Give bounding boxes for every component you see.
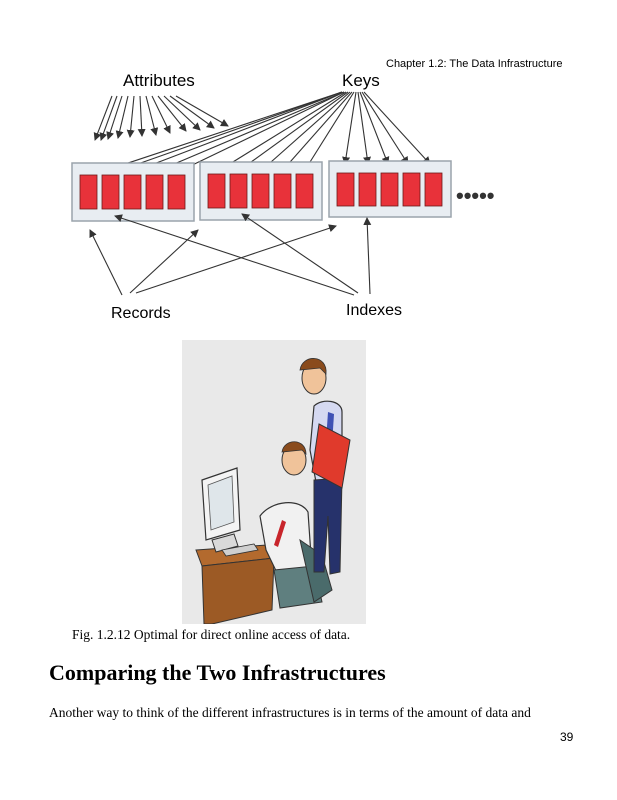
record-block-3 bbox=[328, 160, 452, 218]
key-arrows bbox=[94, 91, 431, 176]
clip-art bbox=[195, 358, 351, 624]
body-paragraph: Another way to think of the different in… bbox=[49, 705, 531, 720]
record-block-1 bbox=[71, 162, 195, 222]
record-index-arrows bbox=[89, 213, 372, 296]
figure-caption: Fig. 1.2.12 Optimal for direct online ac… bbox=[72, 627, 351, 642]
continuation-dots: ••••• bbox=[456, 183, 495, 208]
office-workers-illustration bbox=[182, 340, 366, 624]
section-heading: Comparing the Two Infrastructures bbox=[49, 660, 386, 685]
keys-label: Keys bbox=[342, 71, 380, 90]
data-structure-diagram: Attributes Keys Records Indexes bbox=[71, 71, 495, 322]
record-block-2 bbox=[199, 161, 323, 221]
attribute-arrows bbox=[93, 95, 229, 141]
attributes-label: Attributes bbox=[123, 71, 195, 90]
records-label: Records bbox=[111, 305, 171, 322]
page-number: 39 bbox=[560, 730, 574, 744]
indexes-label: Indexes bbox=[346, 302, 402, 319]
running-header: Chapter 1.2: The Data Infrastructure bbox=[386, 58, 563, 70]
